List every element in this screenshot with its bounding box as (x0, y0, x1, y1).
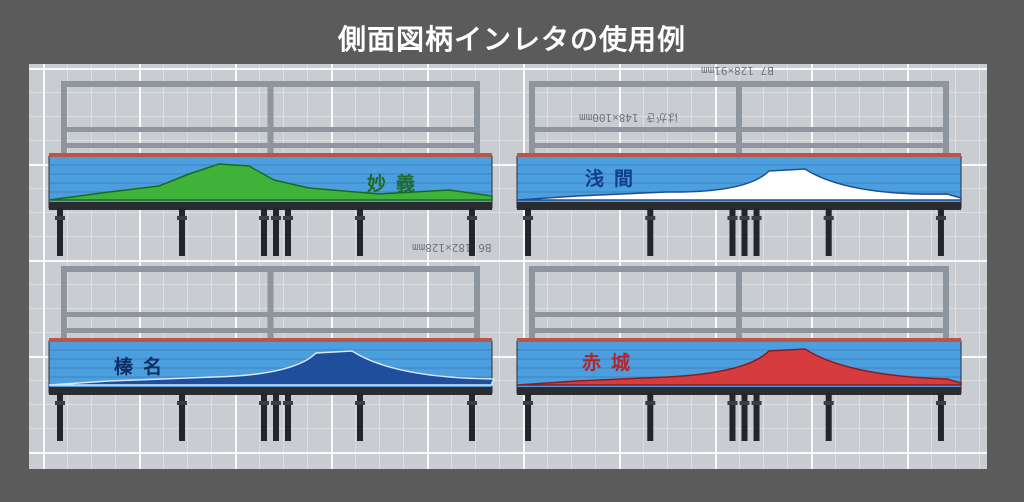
sprue-post (474, 266, 480, 341)
wagon-top-edge (49, 153, 492, 157)
wagon-leg-bracket (259, 401, 269, 405)
wagon-leg (285, 208, 291, 256)
wagon-chassis (517, 202, 961, 210)
mountain-decal (516, 168, 962, 201)
wagon-leg-bracket (271, 401, 281, 405)
wagon-leg-bracket (645, 216, 656, 220)
sprue-post (943, 266, 949, 341)
wagon-label-asama: 浅間 (585, 168, 644, 190)
sprue-post (267, 81, 274, 156)
wagon-leg-bracket (523, 401, 534, 405)
wagon-leg (357, 393, 363, 441)
wagon-leg-bracket (645, 401, 656, 405)
sprue-post (736, 266, 742, 341)
wagon-scene (48, 81, 962, 441)
wagon-leg (647, 208, 654, 256)
wagon-leg-bracket (177, 216, 187, 220)
sprue-post (529, 266, 535, 341)
product-photo: B7 128×91mm はがき 148×100mm B6 182×128mm 妙… (29, 64, 987, 469)
wagon-leg (753, 208, 760, 256)
wagon-leg (729, 208, 736, 256)
wagon-leg (261, 208, 267, 256)
wagon-leg (525, 208, 532, 256)
mountain-decal (516, 348, 962, 386)
wagon-leg (179, 393, 185, 441)
wagon-leg-bracket (467, 401, 477, 405)
wagon-leg (469, 208, 475, 256)
wagon-leg-bracket (283, 401, 293, 405)
wagon-leg (273, 393, 279, 441)
wagon-leg (57, 393, 63, 441)
wagon-leg-bracket (751, 401, 762, 405)
page-title: 側面図柄インレタの使用例 (337, 23, 686, 56)
wagon-label-haruna: 榛名 (114, 356, 173, 378)
sprue-post (267, 266, 274, 341)
wagon-leg-bracket (751, 216, 762, 220)
wagon-leg (261, 393, 267, 441)
wagon-leg (937, 393, 944, 441)
wagon-leg (825, 393, 832, 441)
wagon-leg (285, 393, 291, 441)
wagon-leg (57, 208, 63, 256)
wagon-leg-bracket (823, 216, 834, 220)
wagon-leg-bracket (727, 401, 738, 405)
wagon-leg-bracket (283, 216, 293, 220)
wagon-leg (647, 393, 654, 441)
wagon-leg (357, 208, 363, 256)
wagon-leg-bracket (259, 216, 269, 220)
wagon-top-edge (517, 338, 961, 342)
wagon-leg-bracket (355, 216, 365, 220)
wagon-chassis (517, 387, 961, 395)
wagon-top-edge (49, 338, 492, 342)
wagon-leg-bracket (823, 401, 834, 405)
wagon-leg-bracket (727, 216, 738, 220)
wagon-leg (741, 393, 748, 441)
wagon-leg (825, 208, 832, 256)
wagon-leg (179, 208, 185, 256)
wagon-leg (937, 208, 944, 256)
wagon-leg-bracket (935, 216, 946, 220)
wagon-leg-bracket (271, 216, 281, 220)
wagon-leg-bracket (55, 216, 65, 220)
mountain-decal (48, 350, 496, 386)
wagon-chassis (49, 202, 492, 210)
wagon-leg-bracket (739, 401, 750, 405)
wagon-leg (729, 393, 736, 441)
sprue-post (943, 81, 949, 156)
wagon-leg-bracket (523, 216, 534, 220)
wagon-leg-bracket (467, 216, 477, 220)
wagon-chassis (49, 387, 492, 395)
wagon-leg (525, 393, 532, 441)
sprue-post (474, 81, 480, 156)
wagon-leg-bracket (739, 216, 750, 220)
wagon-leg (753, 393, 760, 441)
mountain-decal (48, 163, 493, 201)
wagon-label-akagi: 赤城 (582, 352, 641, 374)
sprue-post (61, 81, 67, 156)
wagon-label-myogi: 妙義 (367, 173, 426, 195)
sprue-post (529, 81, 535, 156)
wagon-leg (469, 393, 475, 441)
sprue-post (736, 81, 742, 156)
wagon-leg (273, 208, 279, 256)
sprue-post (61, 266, 67, 341)
wagon-leg (741, 208, 748, 256)
wagon-leg-bracket (355, 401, 365, 405)
wagon-leg-bracket (935, 401, 946, 405)
wagon-leg-bracket (55, 401, 65, 405)
wagon-leg-bracket (177, 401, 187, 405)
wagon-top-edge (517, 153, 961, 157)
